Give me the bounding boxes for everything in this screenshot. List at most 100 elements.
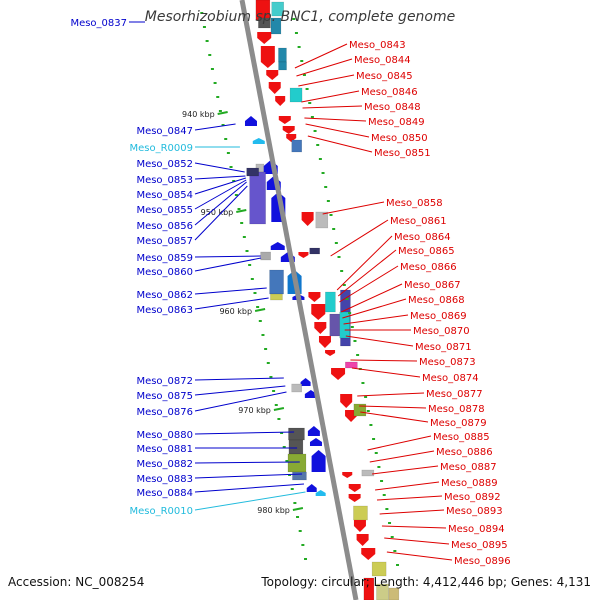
gene-label: Meso_0879 (430, 418, 487, 429)
track-dot (290, 488, 294, 490)
label-connector (342, 298, 407, 319)
gene-label: Meso_0863 (136, 305, 193, 316)
gene-block (309, 247, 320, 255)
gene-block (291, 383, 302, 393)
label-connector (194, 179, 247, 210)
gene-block (315, 211, 329, 229)
map-title: Mesorhizobium sp. BNC1, complete genome (144, 9, 456, 25)
track-dot (210, 68, 214, 70)
track-dot (293, 502, 297, 504)
gene-block (288, 427, 305, 441)
gene-label: Meso_0853 (136, 175, 193, 186)
scale-tick-label: 980 kbp (257, 506, 290, 515)
label-connector (379, 509, 445, 515)
gene-label: Meso_0850 (371, 133, 428, 144)
gene-arrow-down (278, 116, 291, 124)
gene-arrow-down (266, 70, 279, 80)
label-connector (371, 465, 439, 475)
gene-label: Meso_0882 (136, 459, 193, 470)
gene-arrow-down (298, 252, 309, 258)
gene-label: Meso_0878 (428, 404, 485, 415)
label-connector (305, 123, 370, 138)
gene-label: Meso_0874 (422, 373, 479, 384)
track-dot (237, 208, 241, 210)
label-connector (194, 123, 236, 131)
gene-label: Meso_0837 (70, 18, 127, 29)
label-connector (351, 367, 421, 378)
label-connector (194, 257, 262, 272)
track-dot (326, 200, 330, 202)
gene-block (371, 561, 387, 577)
track-dot (224, 138, 228, 140)
gene-label: Meso_0868 (408, 295, 465, 306)
gene-label: Meso_0846 (361, 87, 418, 98)
gene-arrow-down (268, 82, 281, 94)
track-dot (380, 480, 384, 482)
gene-arrow-up (252, 138, 265, 144)
label-connector (301, 90, 360, 103)
gene-label: Meso_0854 (136, 190, 193, 201)
label-connector (304, 117, 367, 122)
gene-label: Meso_0886 (436, 447, 493, 458)
track-dot (388, 522, 392, 524)
label-connector (343, 314, 409, 325)
track-dot (298, 530, 302, 532)
gene-arrow-up (300, 378, 311, 386)
track-dot (297, 46, 301, 48)
topology-summary: Topology: circular; Length: 4,412,446 bp… (261, 575, 591, 589)
gene-block (278, 47, 287, 63)
label-connector (336, 235, 393, 291)
gene-arrow-up (315, 490, 326, 496)
gene-block (269, 269, 284, 295)
track-dot (261, 334, 265, 336)
track-dot (385, 508, 389, 510)
track-dot (305, 88, 309, 90)
label-connector (194, 181, 247, 226)
track-dot (342, 284, 346, 286)
label-connector (367, 435, 432, 451)
track-dot (382, 494, 386, 496)
gene-label: Meso_0864 (394, 232, 451, 243)
track-dot (304, 558, 308, 560)
gene-arrow-up (311, 450, 326, 472)
gene-arrow-up (304, 390, 317, 398)
gene-label: Meso_0865 (398, 246, 455, 257)
track-dot (226, 152, 230, 154)
track-dot (301, 544, 305, 546)
label-connector (384, 537, 450, 545)
label-connector (357, 392, 425, 397)
label-connector (194, 255, 261, 258)
genome-backbone (239, 0, 359, 600)
track-dot (396, 564, 400, 566)
gene-arrow-down (353, 520, 366, 532)
gene-label: Meso_0892 (444, 492, 501, 503)
gene-arrow-down (331, 368, 346, 380)
track-dot (266, 362, 270, 364)
label-connector (296, 58, 353, 77)
gene-label: Meso_0860 (136, 267, 193, 278)
scale-tick-mark (254, 308, 266, 312)
gene-label: Meso_0859 (136, 253, 193, 264)
gene-block (289, 87, 303, 103)
gene-arrow-down (356, 534, 369, 546)
track-dot (302, 74, 306, 76)
label-connector (194, 491, 306, 511)
track-dot (366, 410, 370, 412)
track-dot (364, 396, 368, 398)
track-dot (308, 102, 312, 104)
track-dot (372, 438, 376, 440)
gene-block (353, 403, 367, 417)
gene-label: Meso_0847 (136, 126, 193, 137)
track-dot (377, 466, 381, 468)
label-connector (375, 481, 440, 491)
track-dot (232, 180, 236, 182)
track-dot (316, 144, 320, 146)
track-dot (340, 270, 344, 272)
gene-label: Meso_0848 (364, 102, 421, 113)
track-dot (296, 516, 300, 518)
track-dot (361, 382, 365, 384)
label-connector (194, 431, 295, 435)
gene-block (361, 469, 375, 477)
